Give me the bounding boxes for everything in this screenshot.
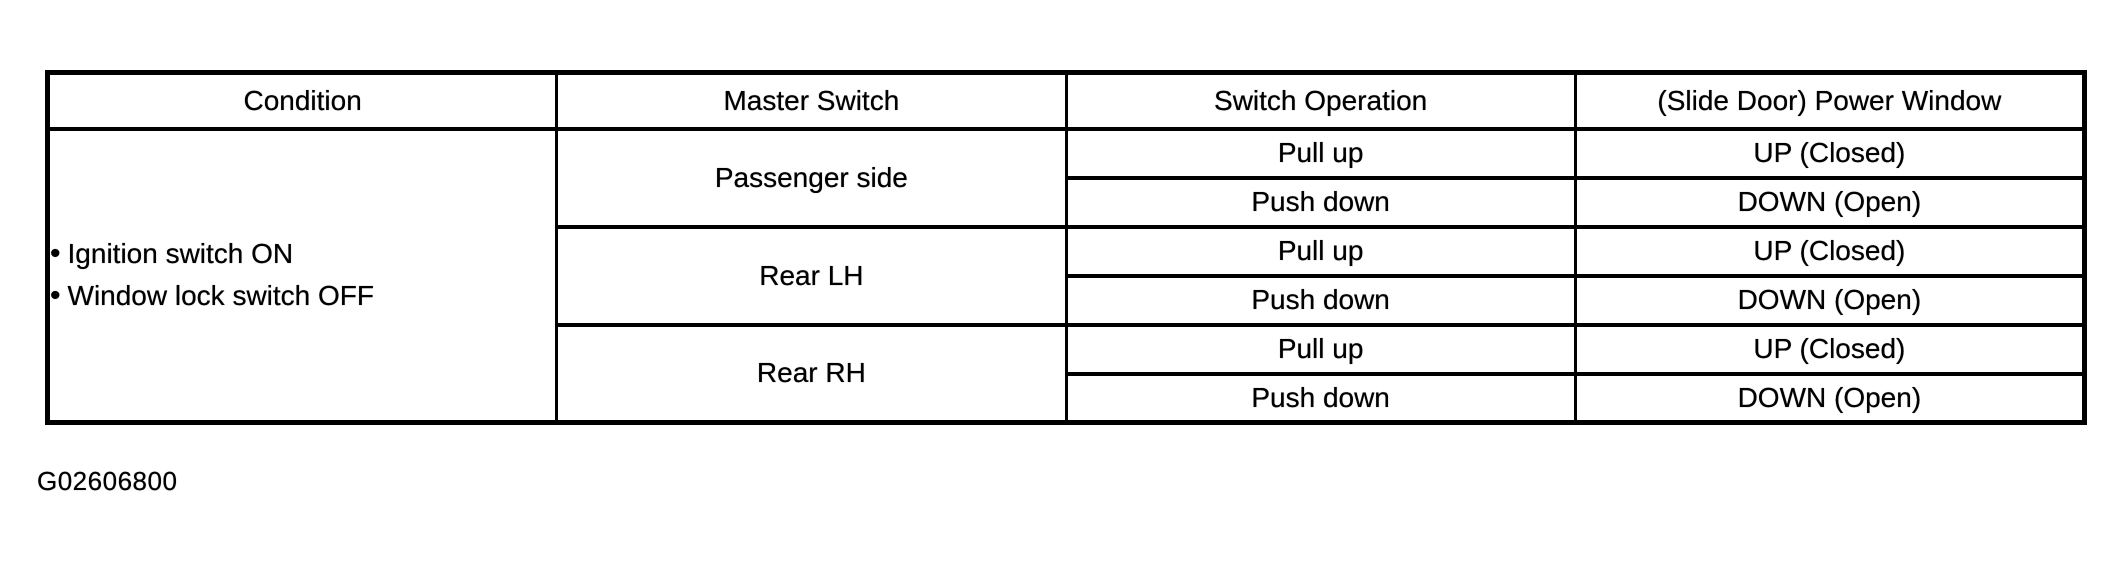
switch-operation-cell: Pull up <box>1064 322 1577 376</box>
power-window-cell: UP (Closed) <box>1573 126 2087 180</box>
table-row: Push down DOWN (Open) <box>48 371 2087 425</box>
table-row: Rear LH Pull up UP (Closed) <box>48 224 2087 327</box>
bullet-icon: • <box>50 279 61 313</box>
table-row: Push down DOWN (Open) <box>48 273 2087 327</box>
switch-operation-cell: Push down <box>1064 371 1577 425</box>
power-window-cell: DOWN (Open) <box>1573 175 2087 229</box>
switch-operation-cell: Pull up <box>1064 126 1577 180</box>
switch-operation-cell: Pull up <box>1064 224 1577 278</box>
power-window-cell: UP (Closed) <box>1573 224 2087 278</box>
col-header-power-window: (Slide Door) Power Window <box>1573 70 2087 131</box>
master-switch-cell-rear-rh: Rear RH <box>555 322 1068 425</box>
power-window-cell: UP (Closed) <box>1573 322 2087 376</box>
power-window-operation-table: Condition Master Switch Switch Operation… <box>45 70 2087 425</box>
master-switch-cell-passenger-side: Passenger side <box>555 126 1068 229</box>
condition-item: • Window lock switch OFF <box>50 275 555 317</box>
figure-code: G02606800 <box>37 466 178 496</box>
power-window-cell: DOWN (Open) <box>1573 371 2087 425</box>
table-row: • Ignition switch ON • Window lock switc… <box>45 126 2087 425</box>
condition-item-text: Window lock switch OFF <box>67 280 375 312</box>
switch-operation-cell: Push down <box>1064 273 1577 327</box>
table-row: Rear RH Pull up UP (Closed) <box>48 322 2087 425</box>
condition-cell: • Ignition switch ON • Window lock switc… <box>45 126 559 425</box>
col-header-master-switch: Master Switch <box>555 70 1068 131</box>
condition-item-text: Ignition switch ON <box>67 238 294 270</box>
master-switch-cell-rear-lh: Rear LH <box>555 224 1068 327</box>
header-row: Condition Master Switch Switch Operation… <box>45 70 2087 131</box>
condition-item: • Ignition switch ON <box>50 233 555 275</box>
col-header-switch-operation: Switch Operation <box>1064 70 1577 131</box>
switch-operation-cell: Push down <box>1064 175 1577 229</box>
power-window-cell: DOWN (Open) <box>1573 273 2087 327</box>
bullet-icon: • <box>50 237 61 271</box>
col-header-condition: Condition <box>45 70 559 131</box>
table-row: Push down DOWN (Open) <box>48 175 2087 229</box>
